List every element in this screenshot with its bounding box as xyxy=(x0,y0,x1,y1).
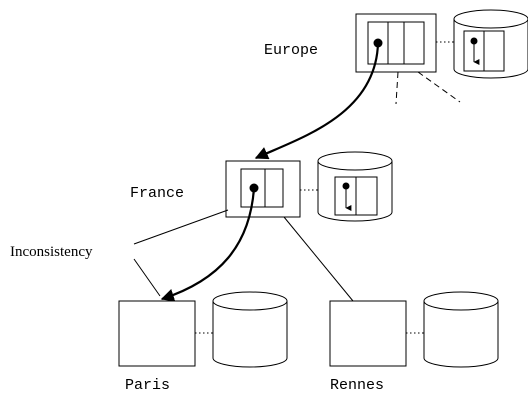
inconsistency-annotation: Inconsistency xyxy=(10,209,229,297)
rennes-label: Rennes xyxy=(330,377,384,394)
rennes-box xyxy=(329,300,407,367)
europe-child-link-2 xyxy=(417,71,461,103)
europe-database-icon xyxy=(453,9,528,79)
europe-to-france-arrow xyxy=(254,42,380,160)
node-paris: Paris xyxy=(118,291,288,394)
node-europe: Europe xyxy=(264,9,528,105)
paris-database-icon xyxy=(212,291,288,368)
rennes-database-icon xyxy=(423,291,499,368)
france-record xyxy=(240,168,284,208)
inconsistency-label: Inconsistency xyxy=(10,244,93,260)
france-to-rennes-link xyxy=(283,216,354,302)
france-database-icon xyxy=(317,151,393,222)
paris-box xyxy=(118,300,196,367)
europe-label: Europe xyxy=(264,42,318,59)
europe-box xyxy=(355,13,437,73)
europe-child-link-1 xyxy=(395,71,399,105)
france-label: France xyxy=(130,185,184,202)
france-box xyxy=(225,160,301,218)
europe-record xyxy=(367,21,425,65)
france-to-paris-arrow xyxy=(160,187,256,302)
node-france: France xyxy=(130,151,393,222)
inconsistency-pointer-lower xyxy=(133,258,161,297)
paris-label: Paris xyxy=(125,377,170,394)
node-rennes: Rennes xyxy=(329,291,499,394)
inconsistency-pointer-upper xyxy=(133,209,229,245)
